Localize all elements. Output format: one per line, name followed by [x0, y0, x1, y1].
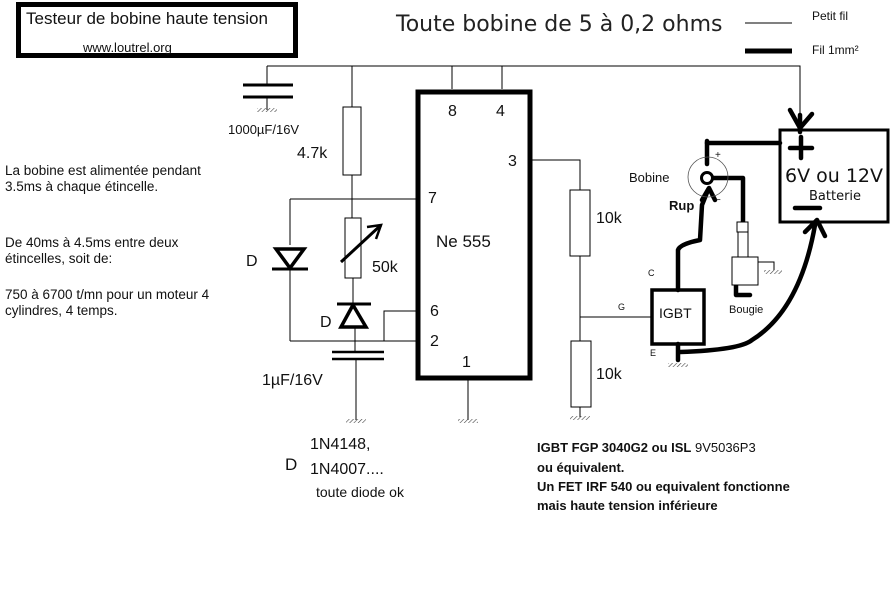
igbt-note-line4: mais haute tension inférieure — [537, 498, 718, 513]
ic-pin-7: 7 — [428, 190, 437, 207]
label-cap-1000uf: 1000µF/16V — [228, 122, 300, 137]
igbt-label: IGBT — [659, 305, 692, 321]
battery-voltage-label: 6V ou 12V — [785, 165, 884, 187]
battery-body — [778, 128, 890, 224]
ic-pin-6: 6 — [430, 303, 439, 320]
label-res-10k-bottom: 10k — [596, 366, 622, 383]
coil-minus-label: − — [715, 195, 721, 206]
spark-plug-label: Bougie — [729, 304, 764, 316]
coil-plus-label: + — [715, 150, 721, 161]
label-res-10k-top: 10k — [596, 210, 622, 227]
igbt-note-line2: ou équivalent. — [537, 460, 625, 475]
label-res-4-7k: 4.7k — [297, 145, 328, 162]
legend-thick-wire-label: Fil 1mm² — [812, 43, 859, 57]
ic-name: Ne 555 — [436, 232, 491, 251]
coil-label: Bobine — [629, 170, 670, 185]
label-pot-50k: 50k — [372, 259, 398, 276]
diode-left — [272, 247, 308, 271]
rup-label: Rup — [669, 198, 695, 213]
igbt-pin-gate: G — [618, 302, 626, 312]
ground-icon — [764, 270, 782, 274]
ground-icon — [257, 108, 277, 112]
coil-outline — [687, 156, 729, 198]
diode-note-label: D — [285, 455, 298, 474]
pin7-net — [289, 198, 418, 342]
legend-thin-wire-label: Petit fil — [812, 9, 849, 23]
capacitor-1uf — [332, 350, 384, 420]
note-coil-duration: La bobine est alimentée pendant 3.5ms à … — [5, 163, 201, 194]
ic-pin-2: 2 — [430, 333, 439, 350]
capacitor-1000uf — [243, 66, 293, 110]
page-title: Testeur de bobine haute tension — [26, 9, 268, 28]
pin6-net — [383, 310, 418, 341]
ic-pin-3: 3 — [508, 153, 517, 170]
diode-note-line2: 1N4007.... — [310, 461, 384, 478]
battery-label: Batterie — [809, 189, 862, 204]
supply-rail — [267, 65, 801, 120]
igbt-note-line1-regular: 9V5036P3 — [691, 440, 756, 455]
label-diode-mid: D — [320, 314, 332, 331]
ic-pin-4: 4 — [496, 103, 505, 120]
spark-plug-icon — [731, 221, 775, 286]
igbt-pin-collector: C — [648, 268, 655, 278]
ic-pin-8: 8 — [448, 103, 457, 120]
note-interval: De 40ms à 4.5ms entre deux étincelles, s… — [5, 235, 179, 266]
title-box — [16, 2, 298, 58]
diode-note-line1: 1N4148, — [310, 436, 371, 453]
igbt-pin-emitter: E — [650, 348, 657, 358]
note-rpm: 750 à 6700 t/mn pour un moteur 4 cylindr… — [5, 287, 210, 318]
igbt-note-line1-bold: IGBT FGP 3040G2 ou ISL — [537, 440, 692, 455]
coil-terminal — [700, 171, 714, 185]
headline: Toute bobine de 5 à 0,2 ohms — [396, 12, 723, 37]
label-cap-1uf: 1µF/16V — [262, 372, 323, 389]
potentiometer-50k — [339, 217, 383, 303]
ic-555-body — [415, 89, 533, 381]
ground-icon — [570, 416, 590, 420]
thick-wires — [675, 107, 828, 363]
igbt-note-line1: IGBT FGP 3040G2 ou ISL 9V5036P3 — [537, 440, 756, 456]
diode-mid — [337, 301, 371, 352]
output-divider — [532, 159, 652, 417]
igbt-note-line3: Un FET IRF 540 ou equivalent fonctionne — [537, 479, 790, 494]
ground-icon — [346, 419, 366, 423]
site-url[interactable]: www.loutrel.org — [83, 40, 172, 55]
ground-icon — [668, 363, 688, 367]
diode-note-line3: toute diode ok — [316, 484, 404, 500]
resistor-4-7k — [342, 66, 362, 218]
label-diode-left: D — [246, 253, 258, 270]
ic-pin-1: 1 — [462, 354, 471, 371]
ground-icon — [458, 419, 478, 423]
